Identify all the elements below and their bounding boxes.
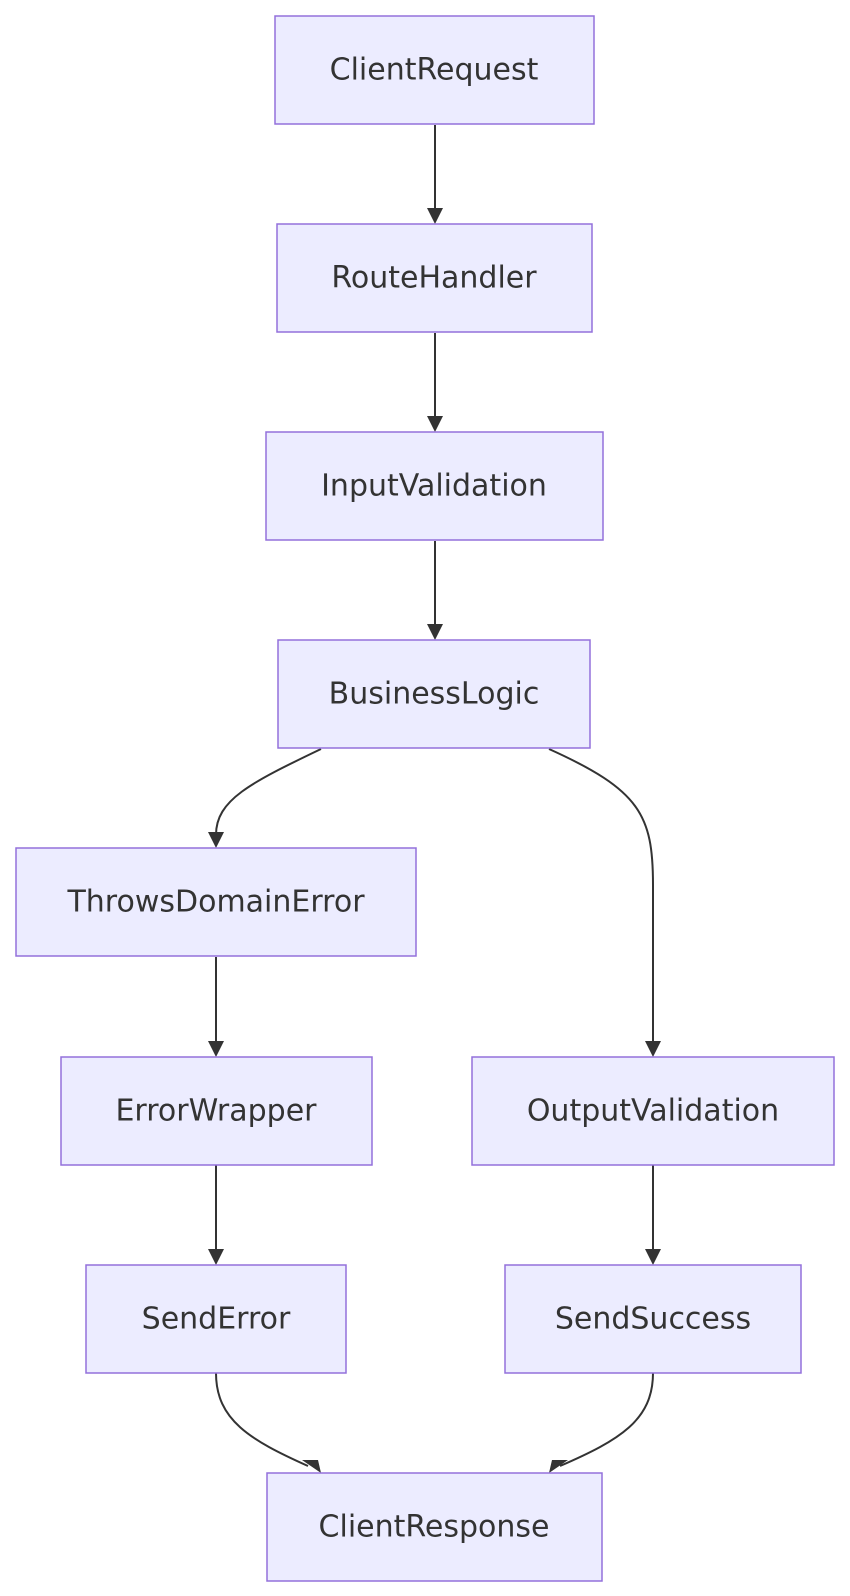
node-label-businesslogic: BusinessLogic [329, 677, 540, 712]
edge-businesslogic-outputvalidation [548, 748, 661, 1057]
node-label-senderror: SendError [142, 1302, 291, 1337]
node-outputvalidation: OutputValidation [471, 1056, 835, 1166]
edge-inputvalidation-businesslogic [427, 541, 443, 640]
nodes: ClientRequest RouteHandler InputValidati… [15, 15, 835, 1582]
edges [208, 125, 661, 1473]
edge-errorwrapper-senderror [208, 1165, 224, 1265]
node-errorwrapper: ErrorWrapper [60, 1056, 373, 1166]
edge-throwsdomainerror-errorwrapper [208, 957, 224, 1057]
edge-businesslogic-throwsdomainerror [208, 748, 322, 848]
node-label-throwsdomainerror: ThrowsDomainError [66, 885, 365, 920]
edge-senderror-clientresponse [215, 1372, 321, 1473]
edge-routehandler-inputvalidation [427, 333, 443, 432]
node-label-sendsuccess: SendSuccess [555, 1302, 751, 1337]
node-clientresponse: ClientResponse [266, 1472, 603, 1582]
node-inputvalidation: InputValidation [265, 431, 604, 541]
node-label-clientresponse: ClientResponse [319, 1510, 550, 1545]
node-label-errorwrapper: ErrorWrapper [115, 1094, 317, 1129]
node-label-outputvalidation: OutputValidation [527, 1094, 779, 1129]
node-routehandler: RouteHandler [276, 223, 593, 333]
edge-clientrequest-routehandler [427, 125, 443, 224]
node-businesslogic: BusinessLogic [277, 639, 591, 749]
node-clientrequest: ClientRequest [274, 15, 595, 125]
node-throwsdomainerror: ThrowsDomainError [15, 847, 417, 957]
edge-sendsuccess-clientresponse [549, 1372, 654, 1473]
node-label-inputvalidation: InputValidation [321, 469, 547, 504]
node-senderror: SendError [85, 1264, 347, 1374]
node-label-routehandler: RouteHandler [331, 261, 537, 296]
node-sendsuccess: SendSuccess [504, 1264, 802, 1374]
node-label-clientrequest: ClientRequest [330, 53, 539, 88]
edge-outputvalidation-sendsuccess [645, 1165, 661, 1265]
